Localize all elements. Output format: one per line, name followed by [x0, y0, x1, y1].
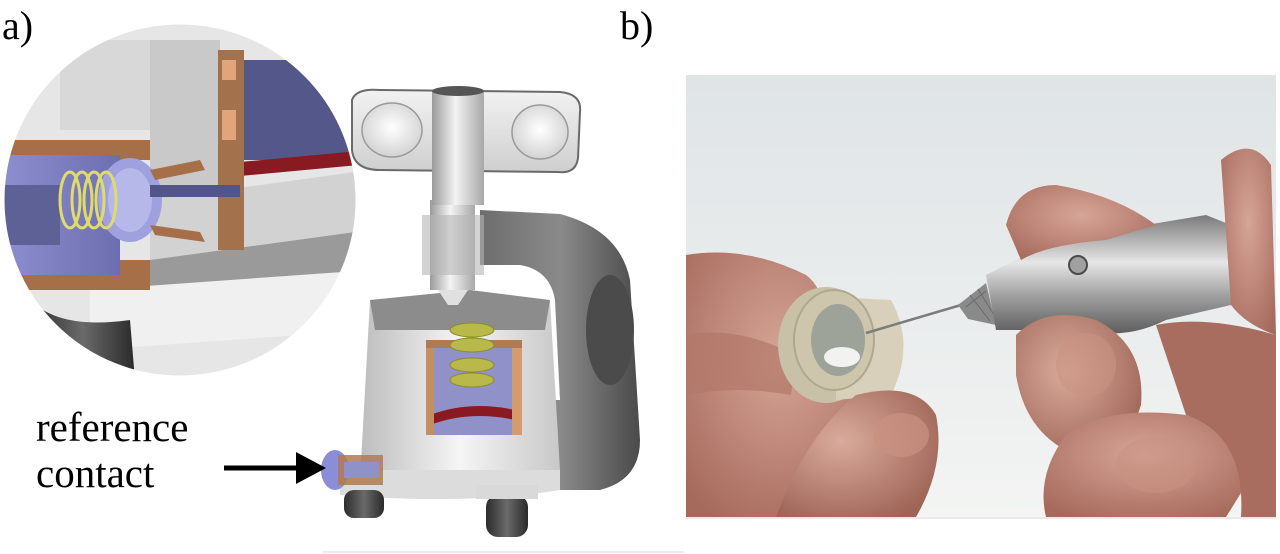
reference-contact-callout: reference contact	[36, 404, 188, 496]
photograph-panel-b	[686, 75, 1276, 519]
callout-line-1: reference	[36, 404, 189, 450]
panel-label-b: b)	[620, 3, 654, 48]
cad-cell-holder	[321, 86, 640, 537]
arrow-right-icon	[224, 452, 326, 484]
cad-drawing	[3, 23, 684, 553]
callout-line-2: contact	[36, 450, 155, 496]
photo-hands-tool	[686, 75, 1276, 517]
panel-label-a: a)	[2, 3, 34, 48]
